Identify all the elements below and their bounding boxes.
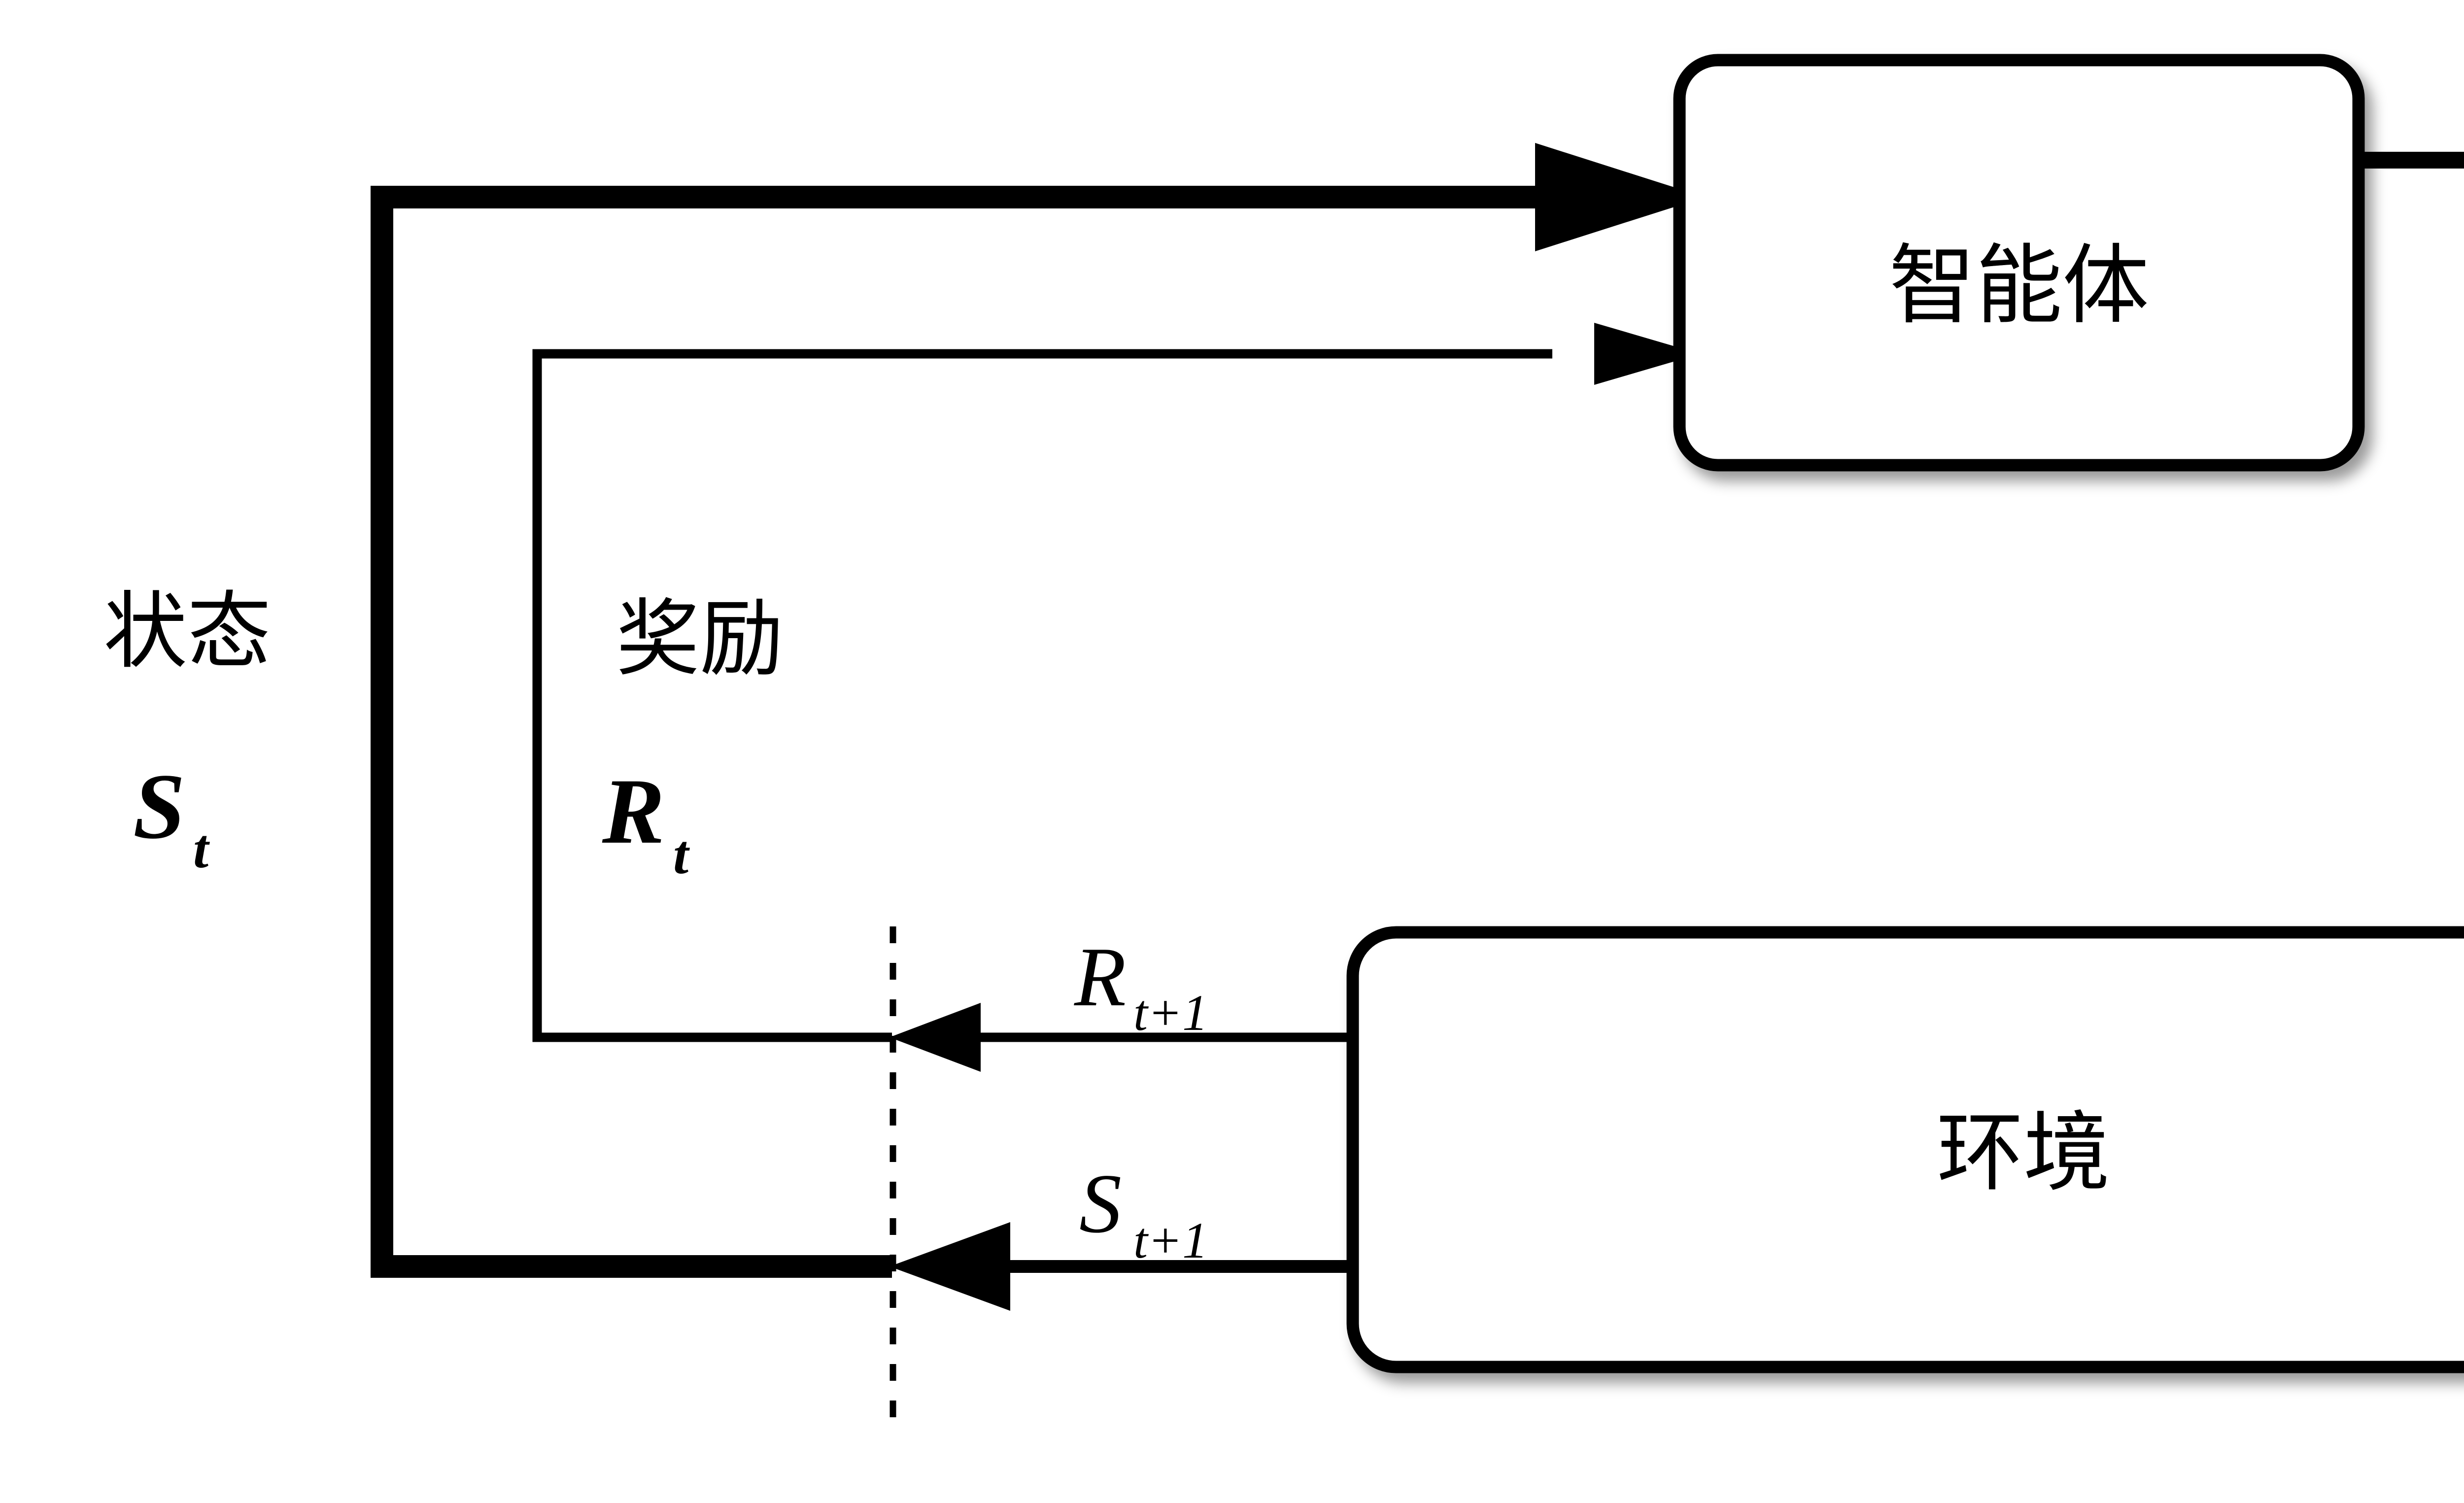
state-label-word: 状态 <box>103 583 271 681</box>
state-symbol-group: S t <box>133 755 210 880</box>
next-reward-symbol-subscript: t+1 <box>1133 985 1208 1041</box>
reward-symbol: R <box>602 760 665 863</box>
agent-node[interactable] <box>1673 54 2365 472</box>
state-rail-path <box>371 186 1538 1278</box>
next-state-arrowhead <box>890 1222 1010 1311</box>
next-reward-symbol: R <box>1074 930 1126 1024</box>
state-arrowhead-into-agent <box>1535 143 1705 251</box>
reward-label-word: 奖励 <box>616 590 784 688</box>
environment-label: 环境 <box>1937 1102 2110 1203</box>
next-reward-arrowhead <box>890 1003 981 1072</box>
environment-box-shape[interactable] <box>1346 926 2464 1373</box>
next-state-symbol-group: S t+1 <box>1079 1157 1208 1269</box>
agent-label: 智能体 <box>1889 235 2149 336</box>
reward-symbol-group: R t <box>602 760 690 886</box>
state-feedback-edge <box>371 143 1705 1278</box>
environment-node[interactable] <box>1346 926 2464 1373</box>
reward-arrowhead-into-agent <box>1594 323 1700 385</box>
next-state-symbol: S <box>1079 1157 1122 1251</box>
state-symbol: S <box>133 755 185 858</box>
reward-feedback-edge <box>532 323 1700 1042</box>
state-symbol-subscript: t <box>193 819 210 880</box>
next-state-symbol-subscript: t+1 <box>1133 1212 1208 1269</box>
next-reward-symbol-group: R t+1 <box>1074 930 1208 1041</box>
reward-rail-path <box>532 349 1552 1042</box>
environment-output-edges <box>890 1003 1350 1311</box>
agent-box-shape[interactable] <box>1673 54 2365 472</box>
reward-symbol-subscript: t <box>673 824 690 886</box>
